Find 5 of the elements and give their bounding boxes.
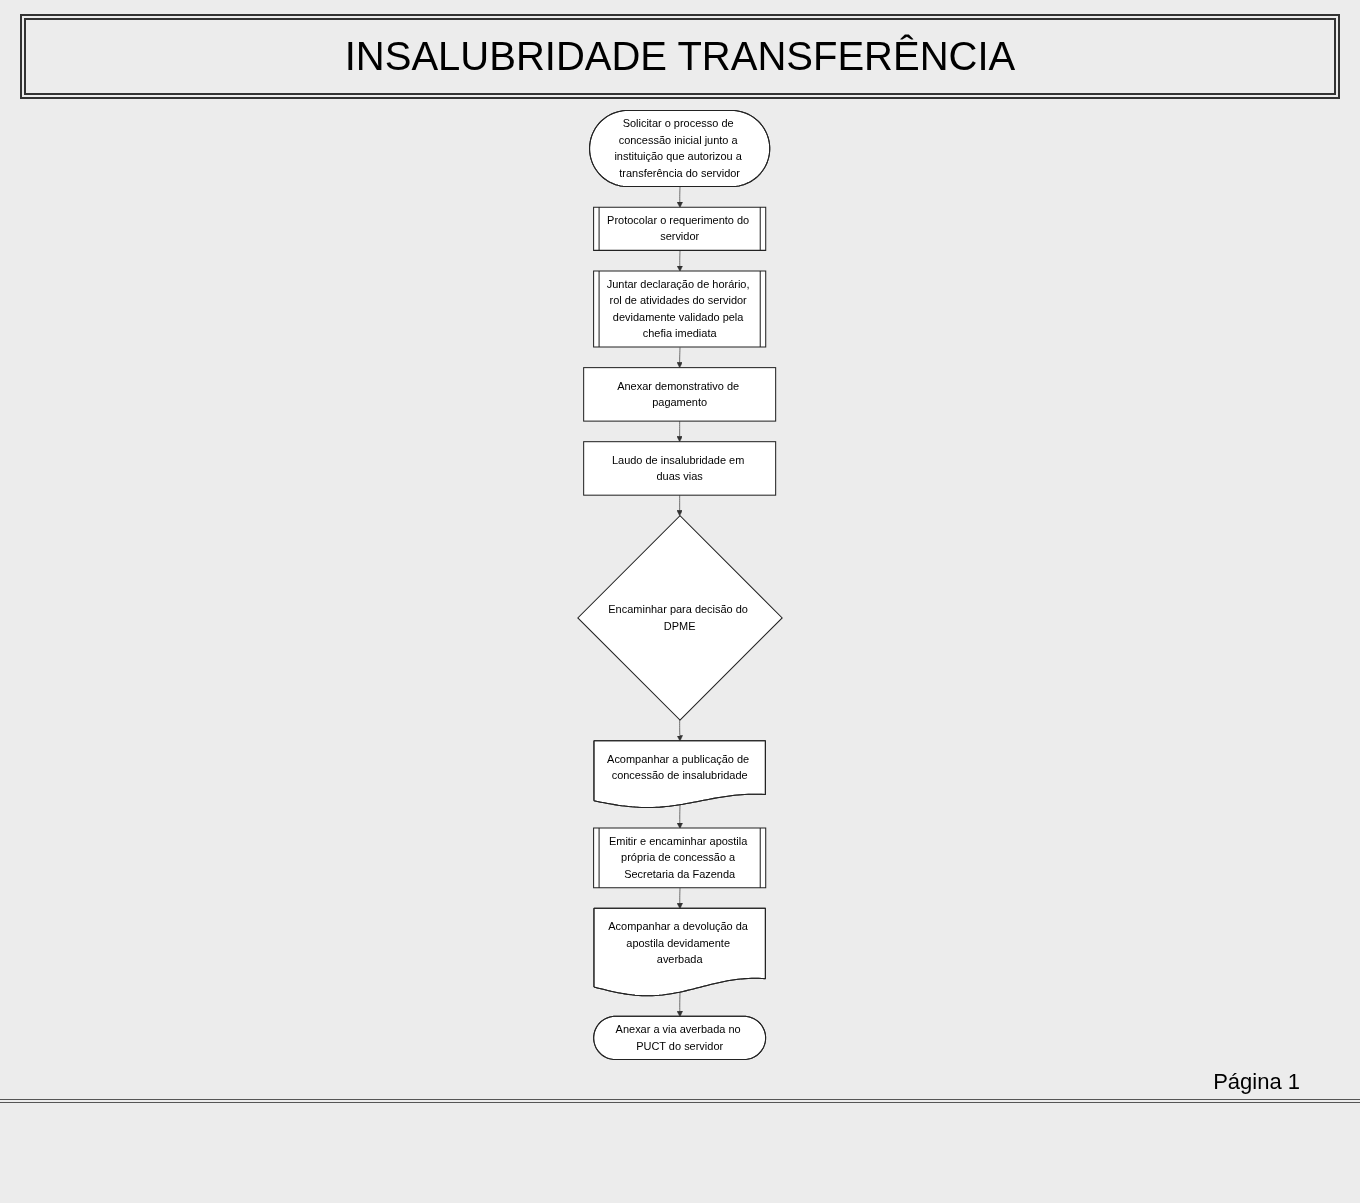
node-box: Laudo de insalubridade em duas vias [583,441,777,496]
node-box: Anexar demonstrativo de pagamento [583,367,777,422]
diagram-title: INSALUBRIDADE TRANSFERÊNCIA [20,14,1340,99]
page-number: Página 1 [1213,1069,1300,1094]
node-diamond: Encaminhar para decisão do DPME [577,515,783,721]
